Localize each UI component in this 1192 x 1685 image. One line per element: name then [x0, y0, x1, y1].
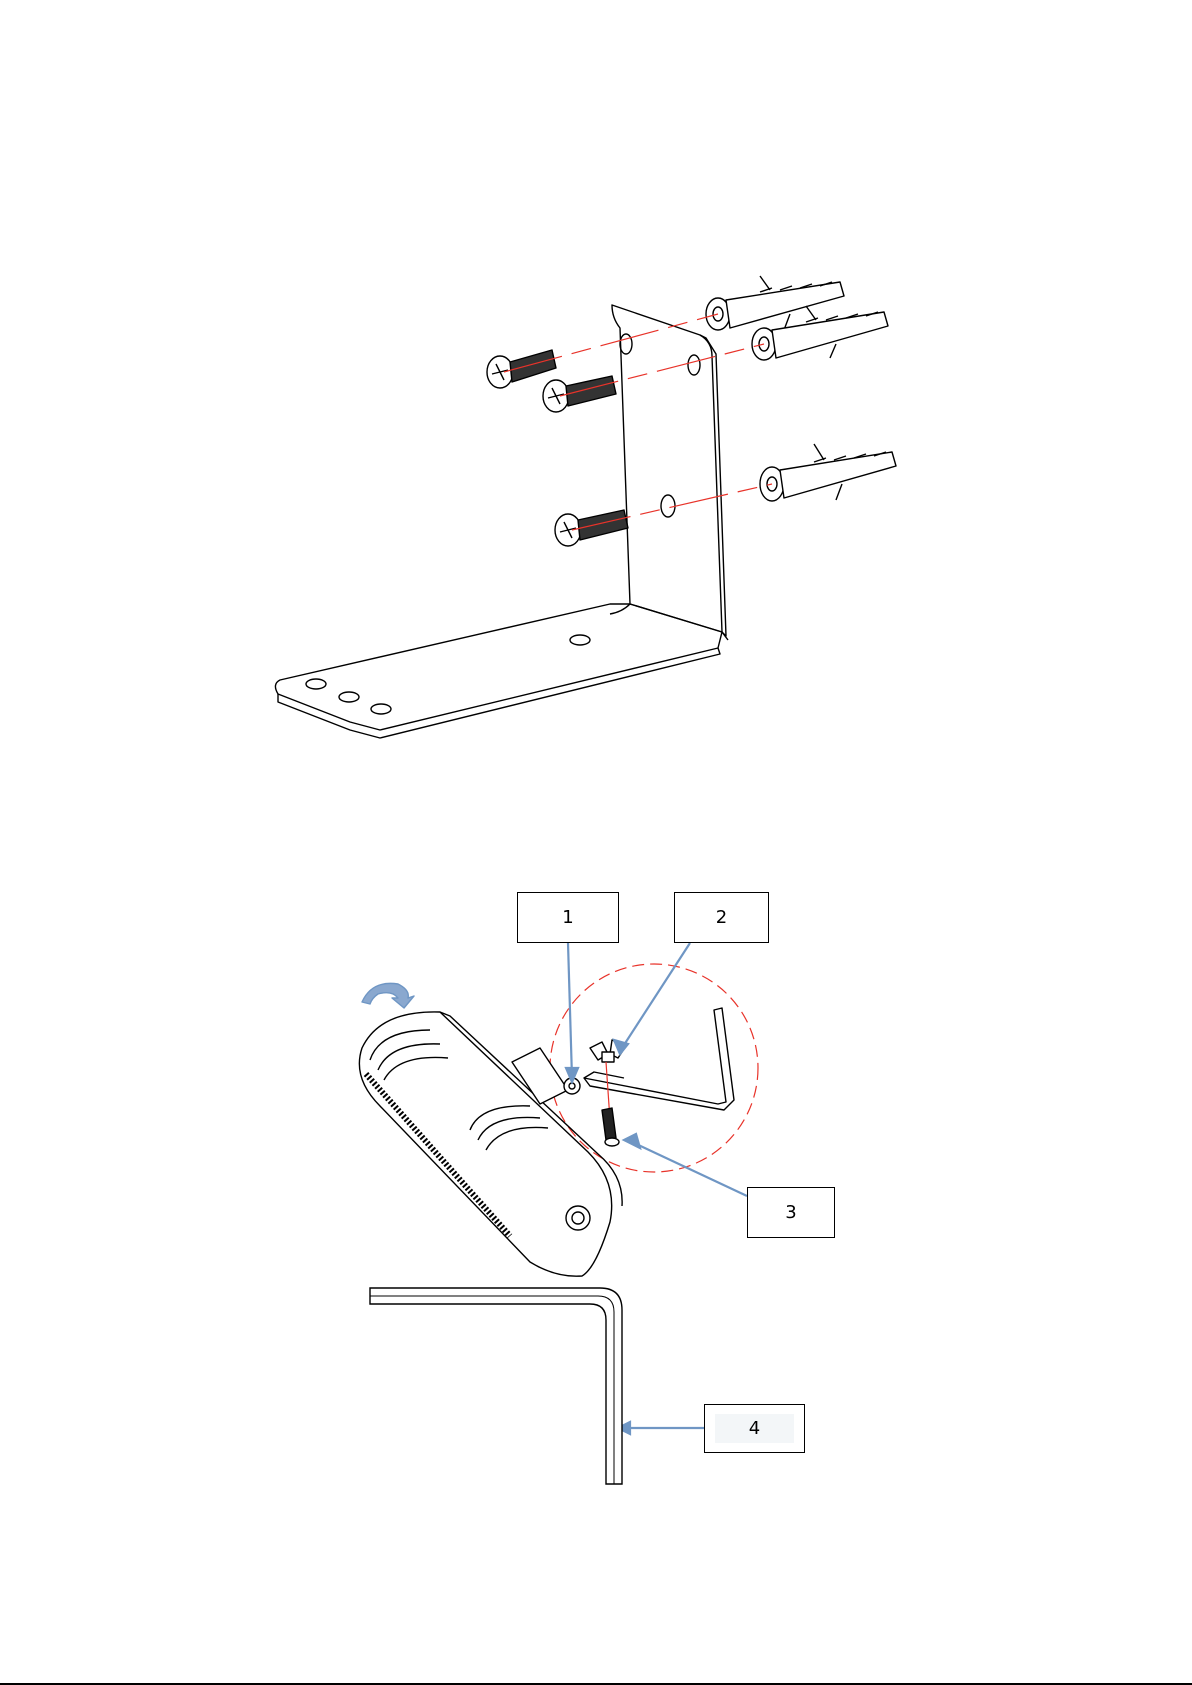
callout-box-4: 4: [704, 1404, 805, 1453]
callout-box-2: 2: [674, 892, 769, 943]
screw: [555, 510, 628, 546]
callout-box-3: 3: [747, 1187, 835, 1238]
plate-hole: [661, 495, 675, 517]
light-mount-detail: [359, 964, 758, 1276]
callout-label: 4: [715, 1414, 794, 1443]
callout-label: 1: [562, 907, 573, 928]
rotate-arrow-icon: [362, 983, 414, 1008]
screw: [487, 350, 556, 388]
alignment-guides: [504, 314, 772, 530]
bracket-base-plate: [275, 604, 722, 730]
bracket-vertical-plate: [612, 305, 722, 632]
bolt: [602, 1108, 619, 1146]
wall-anchor: [760, 444, 896, 501]
plate-hole: [620, 334, 632, 354]
callout-label: 3: [785, 1202, 796, 1223]
plate-hole: [688, 355, 700, 375]
callout-box-1: 1: [517, 892, 619, 943]
base-hole: [371, 704, 391, 714]
screw: [543, 376, 616, 412]
wall-bracket-exploded-view: [275, 276, 896, 738]
hex-key: [370, 1288, 622, 1484]
base-hole: [570, 635, 590, 645]
callout-label: 2: [716, 907, 727, 928]
base-hole: [306, 679, 326, 689]
light-housing: [359, 1012, 611, 1276]
base-hole: [339, 692, 359, 702]
